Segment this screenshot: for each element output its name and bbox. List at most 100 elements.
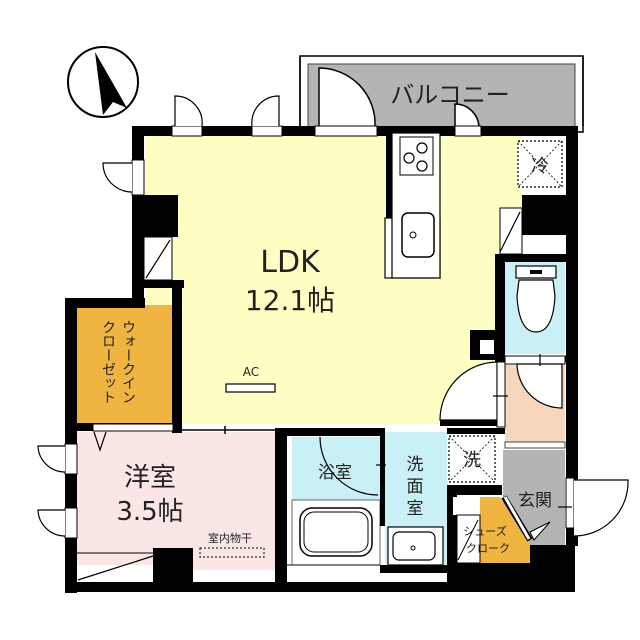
entrance-label: 玄関 (518, 491, 552, 511)
pillar-right (522, 195, 566, 235)
pillar-left (144, 195, 178, 237)
ldk-door[interactable] (439, 361, 498, 421)
toilet-door-frame[interactable] (504, 355, 566, 365)
washer-diag-2 (448, 435, 496, 483)
ldk-label: LDK (260, 245, 321, 280)
wic-door-mark (93, 431, 107, 452)
western-storage-diag (77, 555, 154, 581)
washroom-char-3: 室 (407, 499, 424, 519)
pillar-wash-inner (453, 497, 473, 515)
western-room-size: 3.5帖 (116, 497, 183, 527)
windows-top (171, 95, 482, 137)
entrance-door-frame[interactable] (565, 477, 575, 529)
shoe-closet-label-1: シューズ (463, 524, 506, 538)
wall-bottom-left (65, 582, 293, 592)
shoe-closet-door-mark (529, 521, 551, 541)
ldk-floor (145, 136, 500, 424)
wall-toilet-top (495, 254, 575, 262)
wash-basin-drain (410, 545, 416, 551)
ldk-storage-diag (145, 239, 171, 279)
ldk-door-sill (440, 420, 500, 426)
window-left-ldk[interactable] (131, 159, 145, 196)
balcony-label: バルコニー (390, 81, 510, 109)
wall-wic-left (65, 298, 77, 433)
compass (67, 46, 139, 118)
pillar-entrance (530, 545, 575, 592)
bathtub-inner (303, 511, 369, 553)
western-room-label: 洋室 (124, 463, 176, 493)
burner-3 (416, 160, 428, 172)
balcony-window[interactable] (454, 103, 480, 128)
pillar-toilet-inner (480, 340, 494, 354)
washroom-char-1: 洗 (407, 455, 424, 475)
toilet (515, 265, 557, 333)
shoe-closet-label-2: クローク (466, 542, 510, 555)
toilet-bowl (516, 279, 556, 333)
window-2-swing (251, 95, 280, 127)
shoe-closet-floor (480, 497, 532, 563)
bath-label: 浴室 (318, 463, 352, 483)
wall-bottom-right (455, 563, 535, 592)
pillar-right-inner (530, 236, 564, 252)
bath-door-swing (319, 436, 379, 496)
shoe-closet-door-inner (503, 496, 531, 540)
window-3[interactable] (454, 125, 482, 137)
sink (401, 212, 435, 258)
fridge-label: 冷 (531, 156, 549, 177)
drying-rod (199, 547, 265, 558)
entrance-step (504, 441, 566, 449)
wall-wash-right (447, 485, 457, 592)
western-window-1-swing (37, 445, 66, 473)
balcony-door-frame[interactable] (314, 125, 378, 137)
drying-label: 室内物干 (208, 531, 252, 545)
wic-door[interactable] (92, 423, 174, 432)
fridge-diag-2 (517, 140, 563, 188)
toilet-door-swing (516, 363, 563, 409)
western-window-1[interactable] (64, 443, 78, 475)
balcony-door[interactable] (318, 67, 376, 128)
window-2[interactable] (251, 125, 283, 137)
bathtub (299, 507, 373, 557)
window-1-swing (174, 95, 203, 127)
wall-shoe-top (447, 485, 502, 495)
window-1[interactable] (171, 125, 203, 137)
pillar-bottom (153, 548, 193, 586)
fridge-diag-1 (517, 140, 563, 188)
north-arrow-icon (95, 52, 127, 115)
wall-wash-top (447, 428, 505, 434)
wall-bath-right (380, 436, 385, 526)
sink-drain (409, 231, 417, 239)
kitchen-wall (386, 133, 392, 218)
window-left-ldk-swing (102, 162, 133, 193)
western-window-2[interactable] (64, 507, 78, 539)
wall-right (566, 126, 578, 546)
walkin-closet-label-2: クローゼット (100, 320, 116, 404)
walkin-closet-floor (73, 305, 173, 427)
balcony: バルコニー (299, 55, 584, 133)
wall-bottom-mid (280, 582, 460, 592)
western-room-floor (73, 432, 275, 570)
western-window-2-swing (37, 509, 66, 537)
wall-toilet-left (495, 254, 505, 364)
washer-label: 洗 (463, 450, 481, 471)
wall-wic-top (65, 298, 145, 308)
wall-bath-top (275, 428, 385, 436)
walkin-closet-label-1: ウォークイン (120, 320, 136, 404)
wall-wash-bottom (380, 565, 460, 573)
ac-unit (225, 383, 276, 393)
toilet-tank-lid (530, 270, 542, 274)
washroom-char-2: 面 (407, 477, 424, 497)
ac-label: AC (243, 365, 259, 379)
entrance-door-swing[interactable] (573, 479, 629, 537)
western-room-storage (73, 565, 153, 585)
wall-bath-left (275, 428, 287, 592)
ldk-size: 12.1帖 (245, 284, 335, 317)
shoe-storage-diag (457, 519, 479, 561)
kitchen-counter (384, 132, 441, 279)
wall-left-ldk (132, 126, 144, 306)
ldk-right-storage-diag (499, 211, 521, 253)
ldk-door-frame (496, 361, 506, 428)
burner-1 (416, 142, 428, 154)
wall-shelf (144, 280, 184, 288)
